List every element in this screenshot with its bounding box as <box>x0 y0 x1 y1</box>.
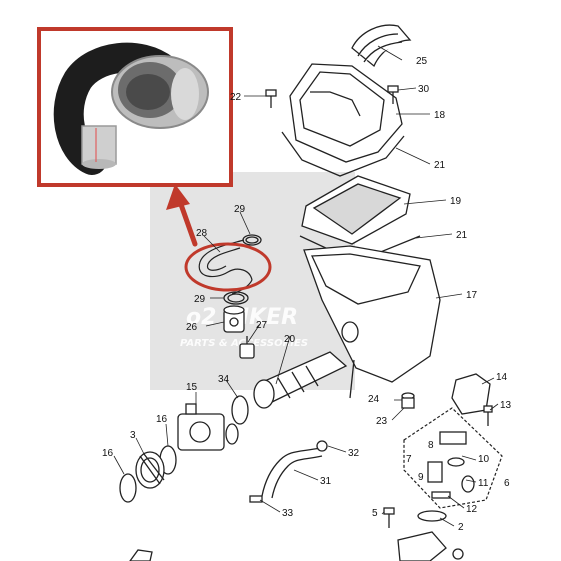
inset-photo <box>37 27 233 187</box>
clamp-34 <box>231 395 249 425</box>
callout-16-lower: 16 <box>102 448 114 459</box>
hose-sleeve <box>81 125 117 165</box>
callout-27: 27 <box>256 320 268 331</box>
callout-9: 9 <box>418 472 424 483</box>
callout-33: 33 <box>282 508 294 519</box>
callout-26: 26 <box>186 322 198 333</box>
callout-15: 15 <box>186 382 198 393</box>
callout-21-lower: 21 <box>456 230 468 241</box>
callout-8: 8 <box>428 440 434 451</box>
callout-18: 18 <box>434 110 446 121</box>
hose-photo <box>53 42 180 175</box>
bolt-30 <box>387 85 399 104</box>
callout-29-upper: 29 <box>234 204 246 215</box>
callout-21-upper: 21 <box>434 160 446 171</box>
callout-13: 13 <box>500 400 512 411</box>
injector-group <box>403 407 503 509</box>
arrow-icon <box>166 184 198 247</box>
callout-2: 2 <box>458 522 464 533</box>
air-box-assembly <box>281 24 441 399</box>
fitting-24 <box>401 392 415 409</box>
callout-22: 22 <box>230 92 242 103</box>
gasket-2 <box>417 510 447 522</box>
highlight-ring <box>184 242 272 292</box>
joint-3 <box>135 451 165 489</box>
hose-31 <box>261 447 323 499</box>
callout-23: 23 <box>376 416 388 427</box>
injector-parts <box>427 431 475 499</box>
clamp-29-top <box>242 234 262 246</box>
callout-7: 7 <box>406 454 412 465</box>
clip-32 <box>316 440 328 452</box>
bolt-5 <box>383 507 395 528</box>
callout-14: 14 <box>496 372 508 383</box>
throttle-body-15 <box>177 403 239 451</box>
clip-33 <box>249 495 263 503</box>
callout-31: 31 <box>320 476 332 487</box>
leader-lines <box>113 45 499 527</box>
callout-6: 6 <box>504 478 510 489</box>
callout-labels: 25 30 22 18 21 19 21 17 29 28 29 26 27 2… <box>102 56 512 533</box>
part-27-sensor <box>239 336 255 359</box>
bottom-bracket <box>129 531 464 561</box>
callout-30: 30 <box>418 84 430 95</box>
callout-20: 20 <box>284 334 296 345</box>
callout-34: 34 <box>218 374 230 385</box>
bolt-22 <box>265 89 277 108</box>
part-26-valve <box>223 305 245 333</box>
callout-5: 5 <box>372 508 378 519</box>
callout-17: 17 <box>466 290 478 301</box>
callout-16-upper: 16 <box>156 414 168 425</box>
clamp-16-lower <box>119 473 137 503</box>
callout-28: 28 <box>196 228 208 239</box>
callout-29-lower: 29 <box>194 294 206 305</box>
callout-3: 3 <box>130 430 136 441</box>
intake-duct-20 <box>253 351 348 409</box>
callout-12: 12 <box>466 504 478 515</box>
callout-32: 32 <box>348 448 360 459</box>
callout-10: 10 <box>478 454 490 465</box>
callout-19: 19 <box>450 196 462 207</box>
callout-24: 24 <box>368 394 380 405</box>
callout-11: 11 <box>478 478 489 489</box>
callout-25: 25 <box>416 56 428 67</box>
